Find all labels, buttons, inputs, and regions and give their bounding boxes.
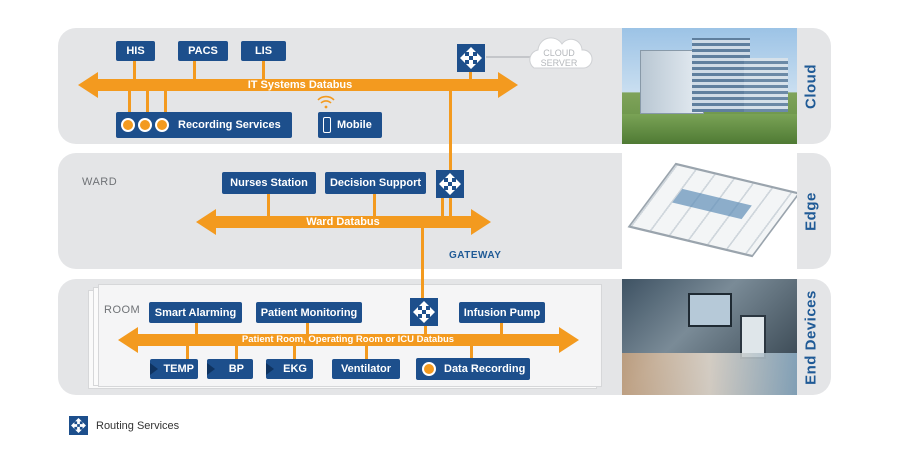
room-databus-label: Patient Room, Operating Room or ICU Data… (241, 334, 455, 345)
recording-icon (422, 362, 436, 376)
icu-devices-image (622, 279, 797, 395)
legend: Routing Services (69, 416, 179, 435)
ventilator-box: Ventilator (332, 359, 400, 379)
ward-label: WARD (82, 176, 118, 188)
pacs-box: PACS (178, 41, 228, 61)
temp-label: TEMP (163, 363, 194, 375)
cloud-server-label: CLOUD SERVER (534, 48, 584, 68)
room-label: ROOM (104, 304, 141, 316)
bp-label: BP (228, 363, 244, 375)
routing-services-icon (410, 298, 438, 326)
mobile-label: Mobile (337, 119, 372, 131)
wifi-icon (317, 95, 335, 109)
ekg-box: EKG (266, 359, 313, 379)
routing-services-icon (457, 44, 485, 72)
routing-services-icon (436, 170, 464, 198)
nurses-station-box: Nurses Station (222, 172, 316, 194)
sensor-connector-icon (207, 363, 215, 375)
decision-support-box: Decision Support (325, 172, 426, 194)
recording-icon (121, 118, 135, 132)
data-recording-box: Data Recording (416, 358, 530, 380)
mobile-phone-icon (323, 117, 331, 133)
it-systems-databus-label: IT Systems Databus (247, 79, 353, 91)
ward-floorplan-image (622, 153, 797, 269)
smart-alarming-box: Smart Alarming (149, 302, 242, 323)
end-devices-tier-label: End Devices (802, 290, 820, 385)
legend-label: Routing Services (96, 419, 180, 432)
lis-box: LIS (241, 41, 286, 61)
cloud-tier-label: Cloud (802, 64, 820, 109)
mobile-box: Mobile (318, 112, 382, 138)
edge-tier-label: Edge (802, 192, 820, 231)
temp-box: TEMP (150, 359, 198, 379)
ward-databus-label: Ward Databus (306, 216, 380, 228)
gateway-label: GATEWAY (449, 250, 502, 261)
recording-services-box: Recording Services (116, 112, 292, 138)
recording-icon (155, 118, 169, 132)
cloud-server-icon (529, 37, 593, 69)
routing-services-icon (69, 416, 88, 435)
patient-monitoring-box: Patient Monitoring (256, 302, 362, 323)
ekg-label: EKG (283, 363, 307, 375)
sensor-connector-icon (150, 363, 158, 375)
cloud-server-label-line-1: CLOUD (543, 48, 575, 58)
hospital-building-image (622, 28, 797, 144)
his-box: HIS (116, 41, 155, 61)
recording-icon (138, 118, 152, 132)
recording-services-label: Recording Services (178, 119, 281, 131)
data-recording-label: Data Recording (444, 363, 526, 375)
cloud-server-label-line-2: SERVER (540, 58, 578, 68)
room-databus (118, 327, 579, 353)
bp-box: BP (207, 359, 253, 379)
sensor-connector-icon (266, 363, 274, 375)
ward-databus (196, 209, 491, 235)
infusion-pump-box: Infusion Pump (459, 302, 545, 323)
it-systems-databus (78, 72, 518, 98)
